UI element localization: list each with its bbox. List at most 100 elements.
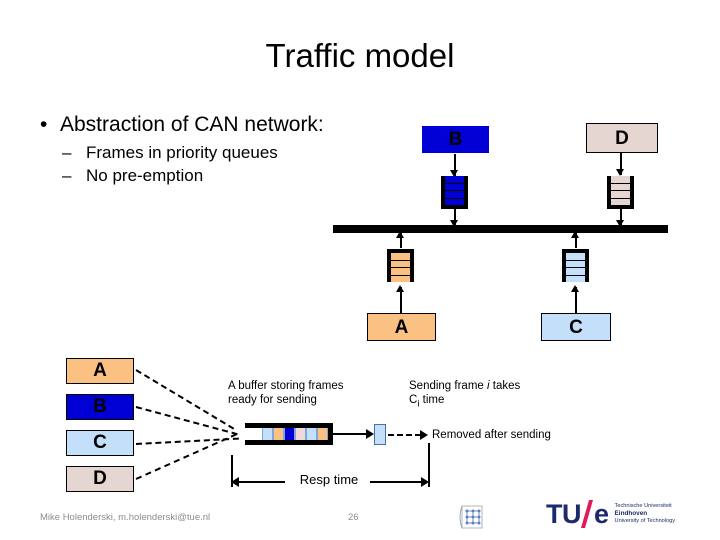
network-node-d-label: D [615, 127, 629, 149]
queue-slot [445, 198, 464, 205]
tue-logo-slash-icon [582, 500, 593, 528]
page-number-text: 26 [348, 512, 359, 523]
resp-time-arrow-left-seg [235, 481, 285, 483]
bullet-level1: • Abstraction of CAN network: [32, 112, 332, 137]
buffer-cell [306, 428, 317, 440]
resp-time-tick-right [428, 443, 430, 487]
queue-slot [611, 198, 630, 205]
bullet-marker-icon: • [40, 113, 48, 136]
queue-slot [391, 268, 410, 276]
resp-time-label-text: Resp time [299, 472, 359, 487]
bullet-list: • Abstraction of CAN network: – Frames i… [32, 112, 332, 186]
dash-marker-icon: – [62, 143, 72, 162]
sending-caption-line1: Sending frame i takes [409, 379, 569, 393]
institute-logo-svg [459, 505, 483, 529]
buffer-cell [295, 428, 306, 440]
footer-author: Mike Holenderski, m.holenderski@tue.nl [40, 512, 210, 523]
tue-sub-line3: University of Technology [614, 518, 676, 525]
c-symbol: C [409, 394, 418, 406]
queue-slot [445, 183, 464, 191]
queue-slot [611, 176, 630, 184]
queue-slot [391, 275, 410, 282]
buffer-caption-line1: A buffer storing frames [228, 380, 344, 392]
removed-caption: Removed after sending [432, 428, 612, 442]
arrowhead-icon [571, 231, 579, 238]
arrowhead-icon [421, 477, 429, 487]
sending-caption-post: takes [489, 380, 521, 392]
buffer-caption-line2: ready for sending [228, 394, 317, 406]
page-title: Traffic model [265, 37, 455, 74]
removed-caption-text: Removed after sending [432, 429, 551, 441]
queue-slot [566, 275, 585, 282]
footer-author-text: Mike Holenderski, m.holenderski@tue.nl [40, 512, 211, 523]
arrowhead-icon [616, 169, 624, 176]
queue-slot [566, 253, 585, 261]
legend-box-c: C [66, 430, 134, 456]
connector-queue-b-to-bus [454, 209, 456, 226]
tue-logo-subtitle: Technische Universiteit Eindhoven Univer… [615, 503, 676, 526]
queue-slot [566, 268, 585, 276]
bullet-level1-text: Abstraction of CAN network: [60, 113, 324, 136]
arrowhead-icon [396, 231, 404, 238]
buffer-caption: A buffer storing frames ready for sendin… [228, 379, 398, 407]
connector-b-to-queue [454, 154, 456, 176]
queue-slot [445, 191, 464, 199]
arrowhead-icon [420, 430, 428, 440]
queue-b [441, 176, 468, 209]
arrowhead-icon [396, 285, 404, 292]
queue-d [607, 176, 634, 209]
institute-logo-icon [456, 503, 486, 533]
arrowhead-icon [571, 285, 579, 292]
bullet-level2-0-text: Frames in priority queues [86, 143, 278, 162]
network-node-a-label: A [394, 316, 409, 338]
buffer-cell [317, 428, 328, 440]
page-number: 26 [348, 512, 359, 523]
frame-buffer [245, 423, 333, 445]
arrowhead-icon [450, 170, 458, 177]
queue-slot [566, 260, 585, 268]
queue-c [562, 249, 589, 282]
frame-index-italic: i [487, 380, 490, 392]
sending-caption-line2: Ci time [409, 393, 569, 411]
connector-c-to-queue [575, 287, 577, 313]
legend-box-d: D [66, 466, 134, 492]
legend-box-b: B [66, 394, 134, 420]
tue-logo-e: e [594, 498, 609, 529]
network-node-c: C [541, 313, 611, 341]
buffer-out-arrow [333, 433, 369, 435]
buffer-cell [273, 428, 284, 440]
queue-slot [445, 176, 464, 184]
connector-queue-d-to-bus [620, 209, 622, 226]
arrowhead-icon [231, 477, 239, 487]
sending-caption-pre: Sending frame [409, 380, 487, 392]
resp-time-label: Resp time [285, 473, 373, 487]
connector-a-to-queue [400, 287, 402, 313]
dash-marker-icon: – [62, 166, 72, 185]
legend-box-a-label: A [93, 360, 107, 381]
bullet-sublist: – Frames in priority queues – No pre-emp… [32, 142, 332, 186]
network-node-d: D [586, 123, 658, 153]
queue-slot [391, 260, 410, 268]
time-word: time [419, 394, 445, 406]
network-node-b-label: B [448, 129, 463, 150]
arrowhead-icon [616, 220, 624, 227]
queue-slot [611, 183, 630, 191]
queue-a [387, 249, 414, 282]
legend-box-c-label: C [93, 432, 107, 453]
can-bus-line [333, 225, 668, 233]
legend-box-a: A [66, 358, 134, 384]
c-subscript: i [417, 398, 420, 410]
bullet-level2-1-text: No pre-emption [86, 166, 204, 185]
network-node-a: A [367, 313, 436, 341]
tue-sub-line2: Eindhoven [614, 509, 648, 517]
tue-logo: TU e Technische Universiteit Eindhoven U… [546, 500, 675, 528]
queue-slot [391, 253, 410, 261]
legend-box-d-label: D [93, 468, 107, 489]
tue-sub-line1: Technische Universiteit [614, 502, 672, 509]
bullet-level2-0: – Frames in priority queues [62, 142, 332, 163]
transit-frame [374, 424, 386, 445]
tue-logo-tu: TU [546, 498, 582, 529]
connector-d-to-queue [620, 153, 622, 175]
connector-bus-to-queue-a [400, 233, 402, 248]
connector-bus-to-queue-c [575, 233, 577, 248]
